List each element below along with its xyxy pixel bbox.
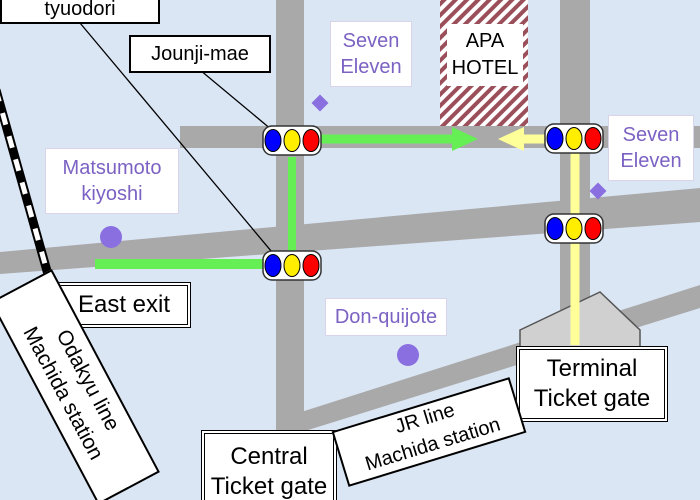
- don-quijote-text: Don-quijote: [334, 306, 438, 328]
- label-tyuodori-text: tyuodori: [44, 0, 116, 20]
- route-green-arrowhead: [452, 127, 478, 151]
- matsumoto-kiyoshi-line1: Matsumoto: [62, 157, 162, 179]
- traffic-light-icon: [544, 213, 604, 244]
- label-seven-eleven-right: Seven Eleven: [608, 115, 694, 181]
- label-jounji-mae: Jounji-mae: [129, 35, 271, 73]
- label-matsumoto-kiyoshi: Matsumoto kiyoshi: [45, 148, 179, 214]
- traffic-signals: [262, 123, 604, 281]
- label-tyuodori: tyuodori: [0, 0, 160, 24]
- label-east-exit-text: East exit: [77, 291, 171, 319]
- terminal-gate-line1: Terminal: [546, 355, 638, 382]
- diamond-marker-icon: [311, 94, 329, 112]
- central-gate-line2: Ticket gate: [210, 473, 328, 500]
- walking-routes: [95, 127, 580, 345]
- traffic-light-icon: [262, 250, 322, 281]
- label-don-quijote: Don-quijote: [325, 298, 447, 336]
- matsumoto-kiyoshi-line2: kiyoshi: [81, 183, 143, 205]
- terminal-gate-line2: Ticket gate: [533, 385, 651, 412]
- label-apa-hotel: APA HOTEL: [447, 24, 523, 86]
- circle-marker-icon: [397, 344, 419, 366]
- seven-eleven-top-line2: Eleven: [340, 56, 402, 78]
- diamond-marker-icon: [589, 182, 607, 200]
- apa-hotel-line1: APA: [465, 30, 505, 52]
- label-central-ticket-gate: Central Ticket gate: [201, 430, 337, 500]
- seven-eleven-top-line1: Seven: [342, 30, 400, 52]
- label-terminal-ticket-gate: Terminal Ticket gate: [516, 346, 668, 422]
- circle-marker-icon: [100, 226, 122, 248]
- label-seven-eleven-top: Seven Eleven: [330, 21, 412, 87]
- label-leader-lines: [79, 22, 283, 265]
- seven-eleven-right-line1: Seven: [622, 124, 680, 146]
- traffic-light-icon: [544, 123, 604, 154]
- store-markers: [100, 94, 607, 366]
- traffic-light-icon: [262, 125, 322, 156]
- seven-eleven-right-line2: Eleven: [620, 150, 682, 172]
- road-horizontal-middle: [0, 188, 700, 274]
- label-jounji-mae-text: Jounji-mae: [151, 43, 249, 65]
- route-yellow-arrowhead: [498, 127, 524, 151]
- apa-hotel-line2: HOTEL: [451, 57, 519, 79]
- central-gate-line1: Central: [230, 443, 308, 470]
